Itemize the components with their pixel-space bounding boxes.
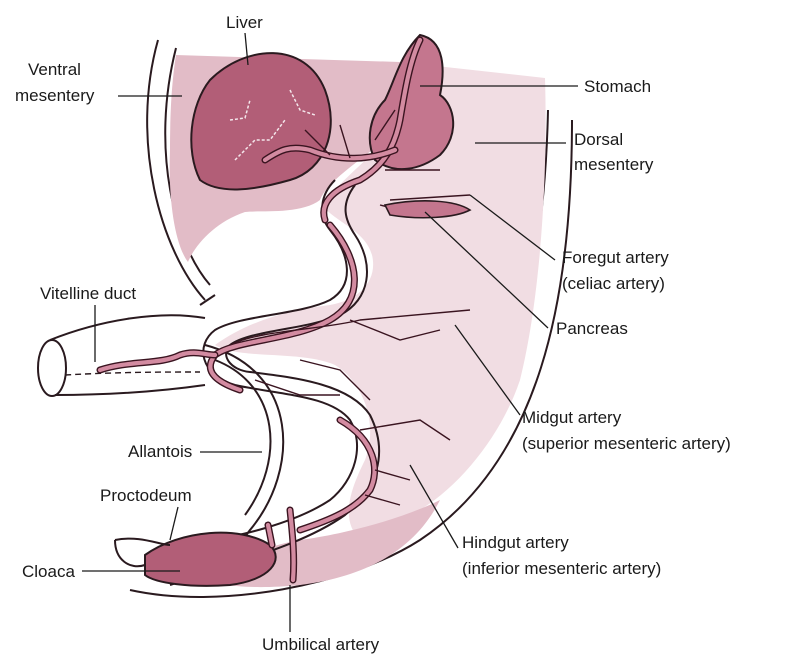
svg-text:Umbilical artery: Umbilical artery [262, 635, 380, 654]
vitelline-duct-opening [38, 340, 66, 396]
svg-text:Dorsal: Dorsal [574, 130, 623, 149]
svg-text:Cloaca: Cloaca [22, 562, 75, 581]
cloaca [145, 533, 276, 586]
label-allantois: Allantois [128, 442, 262, 461]
svg-text:Allantois: Allantois [128, 442, 192, 461]
svg-text:Midgut artery: Midgut artery [522, 408, 622, 427]
vitelline-duct [38, 295, 215, 396]
label-ventral-mesentery: Ventral mesentery [15, 60, 182, 105]
svg-text:mesentery: mesentery [574, 155, 654, 174]
svg-text:mesentery: mesentery [15, 86, 95, 105]
svg-text:Stomach: Stomach [584, 77, 651, 96]
svg-text:(inferior mesenteric artery): (inferior mesenteric artery) [462, 559, 661, 578]
svg-text:Proctodeum: Proctodeum [100, 486, 192, 505]
svg-text:Liver: Liver [226, 13, 263, 32]
label-vitelline-duct: Vitelline duct [40, 284, 136, 362]
svg-text:Vitelline duct: Vitelline duct [40, 284, 136, 303]
svg-text:Ventral: Ventral [28, 60, 81, 79]
label-proctodeum: Proctodeum [100, 486, 192, 540]
cloaca-region [115, 533, 276, 586]
svg-text:Pancreas: Pancreas [556, 319, 628, 338]
svg-text:(celiac artery): (celiac artery) [562, 274, 665, 293]
svg-text:Foregut artery: Foregut artery [562, 248, 669, 267]
svg-text:(superior mesenteric artery): (superior mesenteric artery) [522, 434, 731, 453]
svg-text:Hindgut artery: Hindgut artery [462, 533, 569, 552]
label-umbilical-artery: Umbilical artery [262, 585, 380, 654]
